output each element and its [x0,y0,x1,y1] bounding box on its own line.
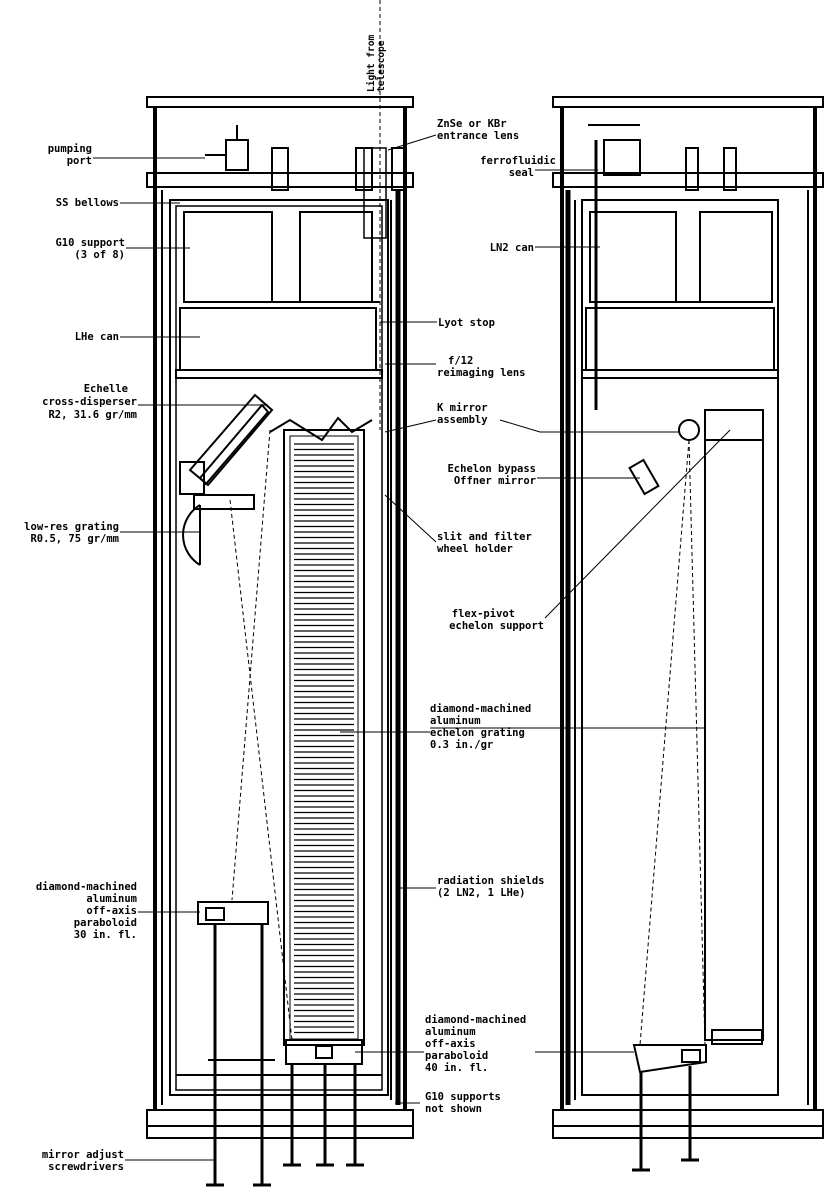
label-g10-support: G10 support(3 of 8) [55,237,125,261]
label-lyot-stop: Lyot stop [438,317,495,329]
leader-lines [93,134,731,1161]
label-ss-bellows: SS bellows [56,197,119,209]
left-cross-section [146,96,414,1139]
light-path-left [229,0,381,1041]
label-lhe-can: LHe can [75,331,119,343]
label-ln2-can: LN2 can [490,242,534,254]
light-path-right [639,439,706,1046]
echelon-rulings-left [294,443,354,1034]
screwdrivers-left [206,925,364,1187]
label-light-from-telescope: Light fromtelescope [366,35,387,92]
k-mirror-left [269,416,373,442]
right-cross-section [552,96,824,1139]
label-radiation-shields: radiation shields(2 LN2, 1 LHe) [437,875,544,899]
screwdrivers-right [632,1066,699,1172]
